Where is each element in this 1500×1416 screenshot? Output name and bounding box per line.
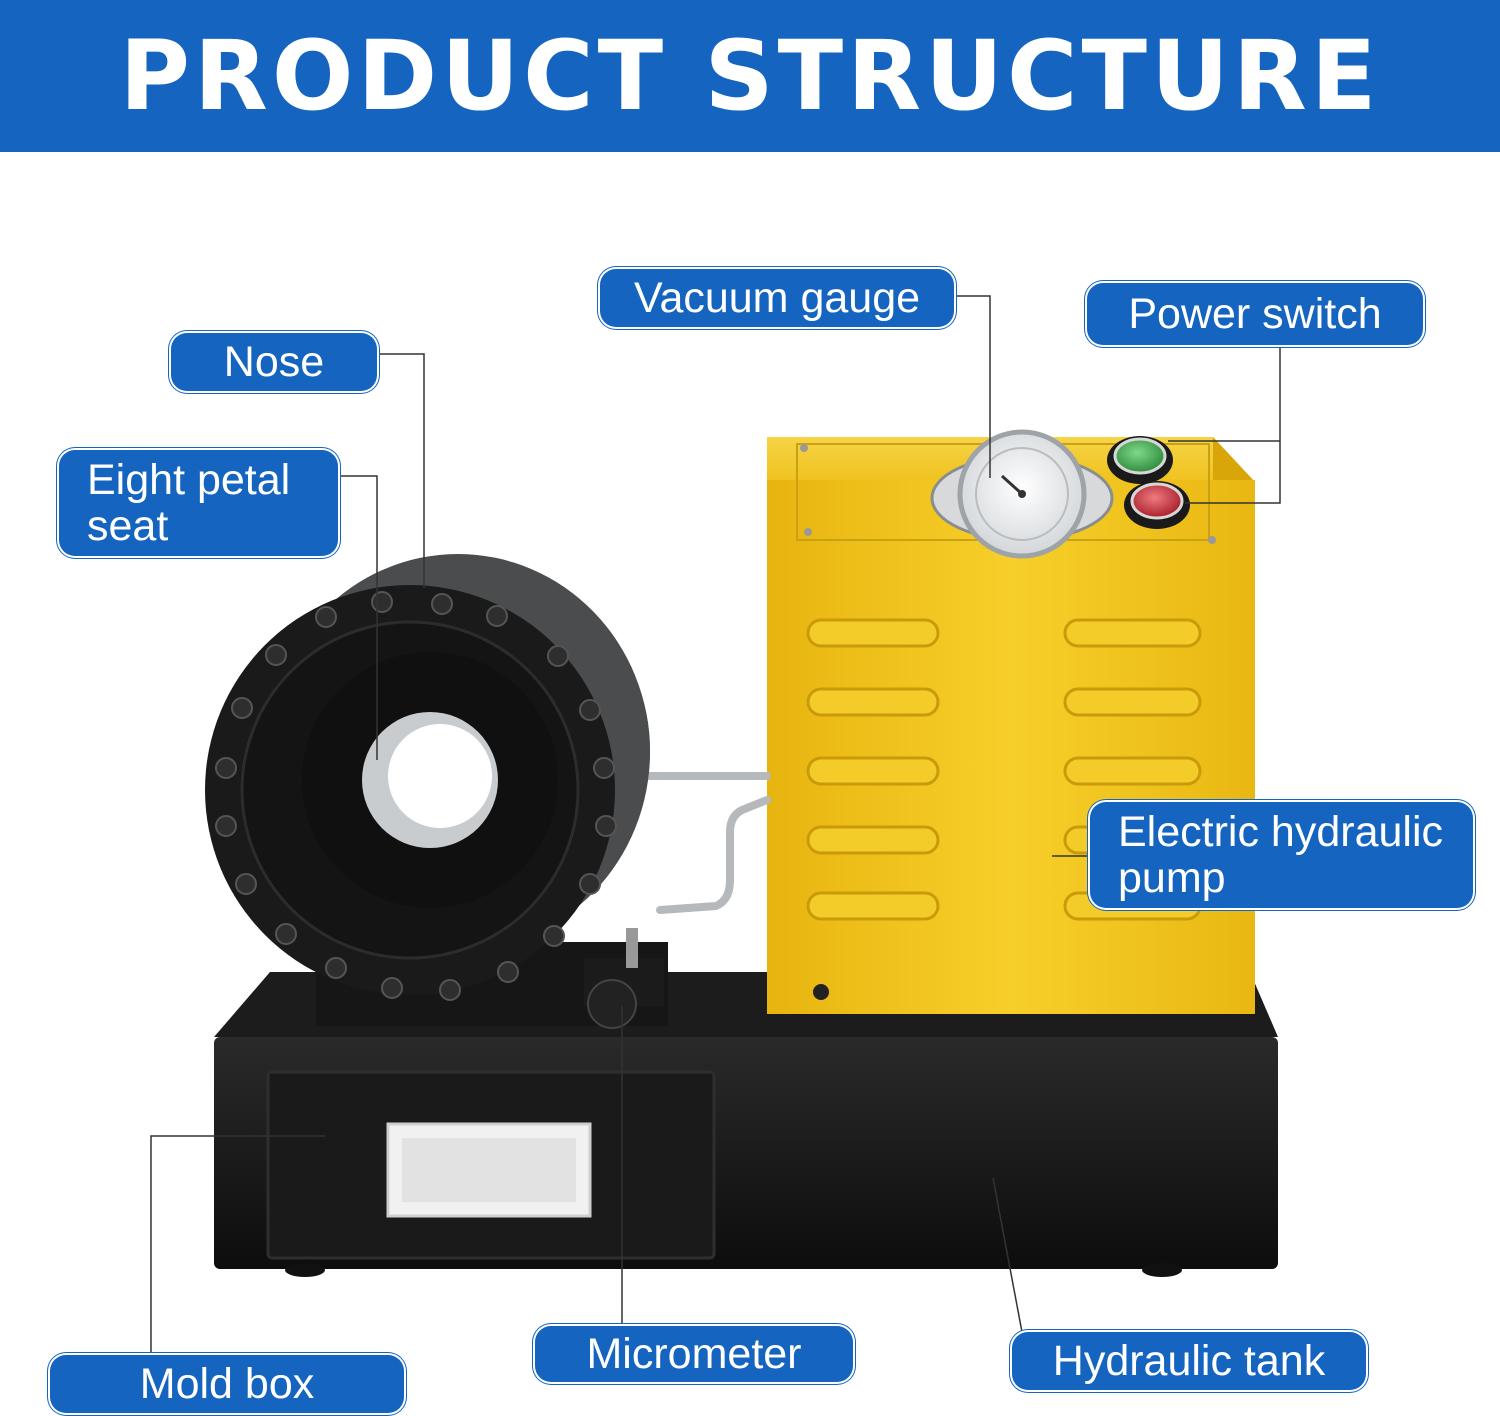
power-switch-buttons — [1107, 436, 1190, 529]
label-power-switch: Power switch — [1087, 283, 1423, 345]
label-mold-box: Mold box — [50, 1355, 404, 1413]
label-eight-petal-seat-line2: seat — [87, 502, 169, 550]
label-vacuum-gauge: Vacuum gauge — [600, 269, 954, 327]
label-electric-hydraulic-pump: Electric hydraulic pump — [1090, 802, 1473, 908]
vacuum-gauge — [930, 429, 1114, 559]
label-eight-petal-seat: Eight petal seat — [59, 450, 338, 556]
leader-lines — [150, 295, 1281, 1355]
pump-vents — [806, 618, 1202, 921]
crimper-bolts — [215, 591, 617, 1001]
mold-box-drawer — [266, 1070, 716, 1260]
crimper-nose — [205, 554, 668, 1026]
title-banner: PRODUCT STRUCTURE — [0, 0, 1500, 152]
page-title: PRODUCT STRUCTURE — [119, 20, 1381, 132]
label-hydraulic-tank: Hydraulic tank — [1012, 1332, 1366, 1390]
label-nose: Nose — [171, 333, 377, 391]
label-electric-pump-line2: pump — [1118, 854, 1226, 902]
label-micrometer: Micrometer — [535, 1326, 853, 1382]
label-electric-pump-line1: Electric hydraulic — [1118, 808, 1443, 856]
micrometer-knob — [584, 928, 664, 1029]
label-eight-petal-seat-line1: Eight petal — [87, 456, 291, 504]
